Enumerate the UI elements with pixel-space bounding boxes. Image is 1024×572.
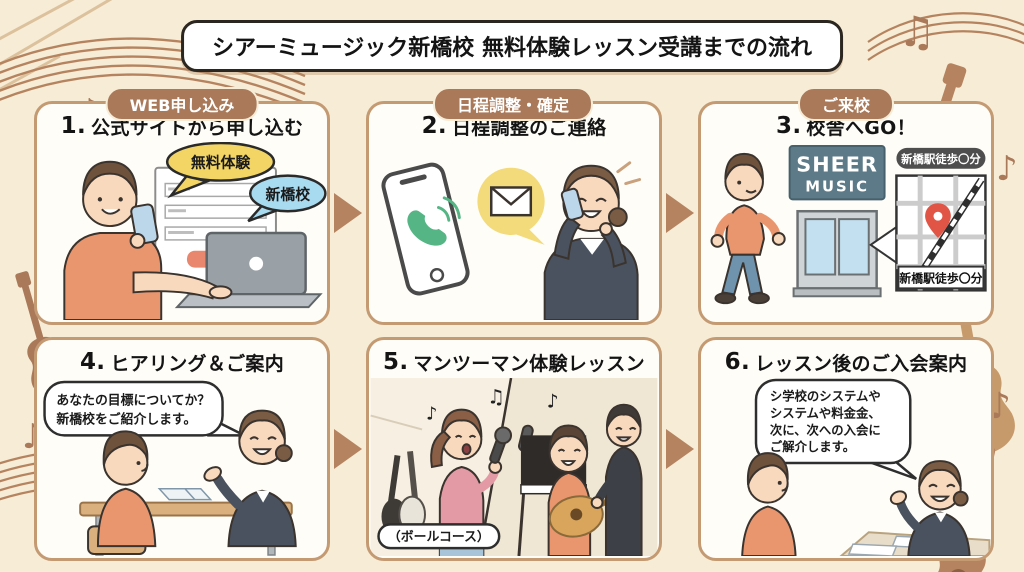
svg-text:システムや料金金、: システムや料金金、 <box>770 406 881 421</box>
free-trial-bubble: 無料体験 <box>165 142 276 199</box>
arrow-right-icon <box>666 193 694 233</box>
step-panel-6: 6. レッスン後のご入会案内 シ学校のシステムや システムや料金金、 次に、次へ… <box>698 337 994 561</box>
step-5-illustration: ♪ ♫ ♪ <box>370 378 658 556</box>
step-2-illustration <box>381 161 642 320</box>
walk-time-label-bottom: 新橋駅徒歩〇分 <box>897 265 985 290</box>
microphone-icon <box>489 426 513 464</box>
svg-text:♪: ♪ <box>996 149 1018 189</box>
wall-corner-line <box>370 414 423 431</box>
step-6-heading: 6. レッスン後のご入会案内 <box>724 349 968 375</box>
svg-text:新橋校をご紹介します。: 新橋校をご紹介します。 <box>56 411 196 427</box>
guitar-teacher-illustration <box>590 403 643 556</box>
svg-text:次に、次への入会に: 次に、次への入会に <box>770 422 881 437</box>
step-panel-3: 3. 校舎へGO！ SHEER <box>698 101 994 325</box>
singer-illustration <box>430 408 513 556</box>
step-panel-4: 4. ヒアリング＆ご案内 あなたの目標についてか？ 新橋校をご紹介します。 <box>34 337 330 561</box>
staff-lines-top-left <box>0 37 306 114</box>
arrow-right-icon <box>334 429 362 469</box>
staff-lines-top-right <box>867 12 1024 61</box>
arrow-right-icon <box>666 429 694 469</box>
badge-web-application: WEB申し込み <box>105 87 259 121</box>
svg-text:（ボールコース）: （ボールコース） <box>388 529 490 545</box>
school-name-bubble: 新橋校 <box>247 174 327 223</box>
step-1-heading: 1. 公式サイトから申し込む <box>60 113 304 139</box>
svg-text:新橋校: 新橋校 <box>266 185 311 203</box>
receptionist-illustration <box>543 161 642 320</box>
staff-illustration <box>889 460 971 556</box>
svg-text:♪: ♪ <box>426 404 437 425</box>
svg-text:♫: ♫ <box>898 7 936 56</box>
svg-text:新橋駅徒歩〇分: 新橋駅徒歩〇分 <box>899 271 982 285</box>
step-panel-2: 2. 日程調整のご連絡 <box>366 101 662 325</box>
badge-schedule-confirm: 日程調整・確定 <box>432 87 594 121</box>
location-pin-icon <box>925 203 951 238</box>
applicant-illustration <box>63 160 233 320</box>
sheer-music-sign: SHEER MUSIC <box>788 144 886 201</box>
step-panel-5: 5. マンツーマン体験レッスン <box>366 337 662 561</box>
step-1-illustration: 無料体験 新橋校 <box>63 142 327 320</box>
step-panel-1: 1. 公式サイトから申し込む <box>34 101 330 325</box>
course-caption: （ボールコース） <box>377 523 501 550</box>
svg-text:SHEER: SHEER <box>796 153 878 177</box>
svg-text:無料体験: 無料体験 <box>191 154 250 172</box>
svg-text:シ学校のシステムや: シ学校のシステムや <box>770 389 881 404</box>
school-window-illustration <box>792 209 882 298</box>
svg-text:新橋駅徒歩〇分: 新橋駅徒歩〇分 <box>901 152 981 166</box>
mail-bubble <box>477 167 545 245</box>
badge-visit-school: ご来校 <box>797 87 895 121</box>
step-6-illustration: シ学校のシステムや システムや料金金、 次に、次への入会に ご解介します。 <box>741 378 991 556</box>
walk-time-label-top: 新橋駅徒歩〇分 <box>896 147 986 169</box>
svg-text:♫: ♫ <box>487 386 505 409</box>
page-title: シアーミュージック新橋校 無料体験レッスン受講までの流れ <box>181 20 843 72</box>
step-5-heading: 5. マンツーマン体験レッスン <box>383 349 645 375</box>
staff-illustration <box>203 409 297 548</box>
enrollment-bubble: シ学校のシステムや システムや料金金、 次に、次への入会に ご解介します。 <box>754 378 918 481</box>
svg-text:♪: ♪ <box>547 392 559 413</box>
step-3-illustration: SHEER MUSIC <box>710 144 987 305</box>
hatch-lines <box>0 0 113 92</box>
step-4-heading: 4. ヒアリング＆ご案内 <box>79 349 285 375</box>
customer-illustration <box>87 430 157 556</box>
step-3-heading: 3. 校舎へGO！ <box>776 113 916 139</box>
walking-person-illustration <box>710 152 786 305</box>
svg-text:MUSIC: MUSIC <box>805 178 869 195</box>
customer-illustration <box>741 452 797 556</box>
phone-call-icon <box>381 162 470 296</box>
hearing-bubble: あなたの目標についてか？ 新橋校をご紹介します。 <box>43 380 245 437</box>
arrow-right-icon <box>334 193 362 233</box>
mail-icon <box>490 186 533 217</box>
music-note-icons: ♪ ♫ ♪ <box>426 386 559 425</box>
svg-text:あなたの目標についてか？: あなたの目標についてか？ <box>56 393 210 409</box>
step-4-illustration: あなたの目標についてか？ 新橋校をご紹介します。 <box>43 380 297 556</box>
svg-text:ご解介します。: ご解介します。 <box>770 439 855 454</box>
